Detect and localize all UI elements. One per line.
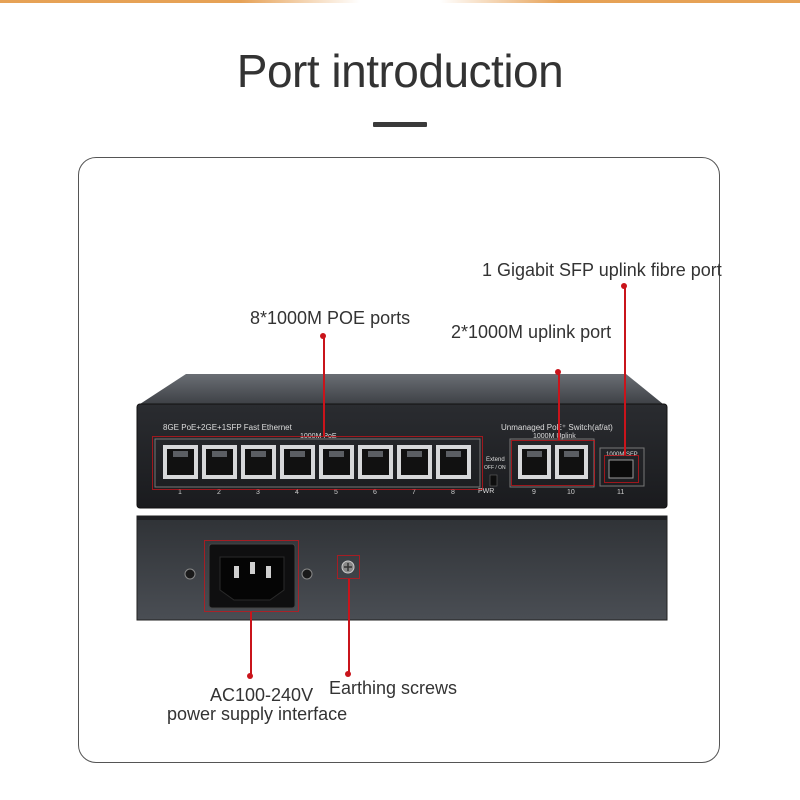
page-title: Port introduction <box>236 45 564 97</box>
sfp-port <box>608 459 634 479</box>
poe-ports <box>163 445 471 479</box>
leader-line <box>250 612 252 676</box>
earthing-screw-highlight <box>337 555 360 579</box>
rj45-port <box>518 445 551 479</box>
sfp-uplink-callout: 1 Gigabit SFP uplink fibre port <box>482 260 722 280</box>
rj45-port <box>319 445 354 479</box>
brand-label: Unmanaged PoE⁺ Switch(af/at) <box>501 423 613 432</box>
port-number: 10 <box>567 489 575 496</box>
leader-line <box>348 579 350 674</box>
uplink-ports-highlight <box>511 440 595 486</box>
rj45-port <box>280 445 315 479</box>
leader-line <box>624 286 626 455</box>
port-number: 7 <box>412 489 416 496</box>
rj45-port <box>202 445 237 479</box>
title-underline <box>373 122 427 127</box>
device-model-label: 8GE PoE+2GE+1SFP Fast Ethernet <box>163 423 292 432</box>
leader-dot <box>345 671 351 677</box>
rj45-port <box>358 445 393 479</box>
port-number: 11 <box>617 489 625 496</box>
port-number: 8 <box>451 489 455 496</box>
extend-label: Extend <box>486 457 505 463</box>
uplink-ports-callout: 2*1000M uplink port <box>451 322 612 342</box>
sfp-port-highlight <box>604 455 639 483</box>
earthing-callout: Earthing screws <box>329 678 458 698</box>
port-number: 2 <box>217 489 221 496</box>
rj45-port <box>555 445 588 479</box>
rj45-port <box>241 445 276 479</box>
port-number: 1 <box>178 489 182 496</box>
chassis-top <box>140 374 663 404</box>
port-number: 6 <box>373 489 377 496</box>
leader-line <box>323 336 325 436</box>
rj45-port <box>163 445 198 479</box>
extend-sub-label: OFF / ON <box>484 465 506 471</box>
poe-ports-highlight <box>152 436 483 490</box>
port-number: 9 <box>532 489 536 496</box>
port-number: 4 <box>295 489 299 496</box>
uplink-group-label: 1000M Uplink <box>533 433 576 440</box>
rj45-port <box>397 445 432 479</box>
screw-icon <box>301 568 313 580</box>
power-callout-line2: power supply interface <box>167 704 348 724</box>
leader-line <box>558 372 560 440</box>
power-inlet-highlight <box>204 540 299 612</box>
port-number: 5 <box>334 489 338 496</box>
leader-dot <box>247 673 253 679</box>
port-number: 3 <box>256 489 260 496</box>
power-callout-line1: AC100-240V <box>210 685 314 705</box>
top-accent-line <box>0 0 800 3</box>
pwr-label: PWR <box>478 488 495 495</box>
poe-ports-callout: 8*1000M POE ports <box>250 308 411 328</box>
uplink-ports <box>518 445 588 479</box>
extend-switch <box>489 474 498 487</box>
screw-icon <box>184 568 196 580</box>
rj45-port <box>436 445 471 479</box>
